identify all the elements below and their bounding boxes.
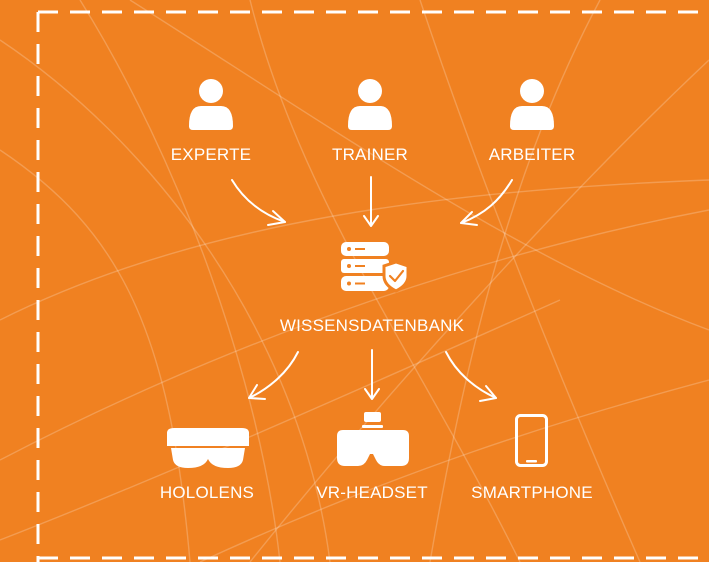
person-icon [510, 79, 554, 130]
arrow-database-to-smartphone [445, 351, 497, 402]
dashed-frame [36, 10, 709, 562]
person-icon [348, 79, 392, 130]
hub-label: WISSENSDATENBANK [279, 316, 465, 335]
hololens-icon [167, 428, 249, 468]
arrow-database-to-hololens [248, 351, 299, 400]
source-label-arbeiter: ARBEITER [488, 145, 576, 164]
arrow-arbeiter-to-database [460, 179, 513, 226]
source-label-experte: EXPERTE [170, 145, 252, 164]
secure-database-icon [341, 242, 410, 293]
vr-headset-icon [337, 412, 409, 466]
output-label-vr-headset: VR-HEADSET [316, 483, 428, 502]
output-label-smartphone: SMARTPHONE [471, 483, 593, 502]
arrow-database-to-vr-headset [364, 349, 380, 400]
smartphone-icon [515, 414, 548, 467]
arrow-trainer-to-database [363, 176, 379, 227]
output-label-hololens: HOLOLENS [159, 483, 255, 502]
source-label-trainer: TRAINER [331, 145, 409, 164]
person-icon [189, 79, 233, 130]
arrow-experte-to-database [231, 179, 286, 226]
